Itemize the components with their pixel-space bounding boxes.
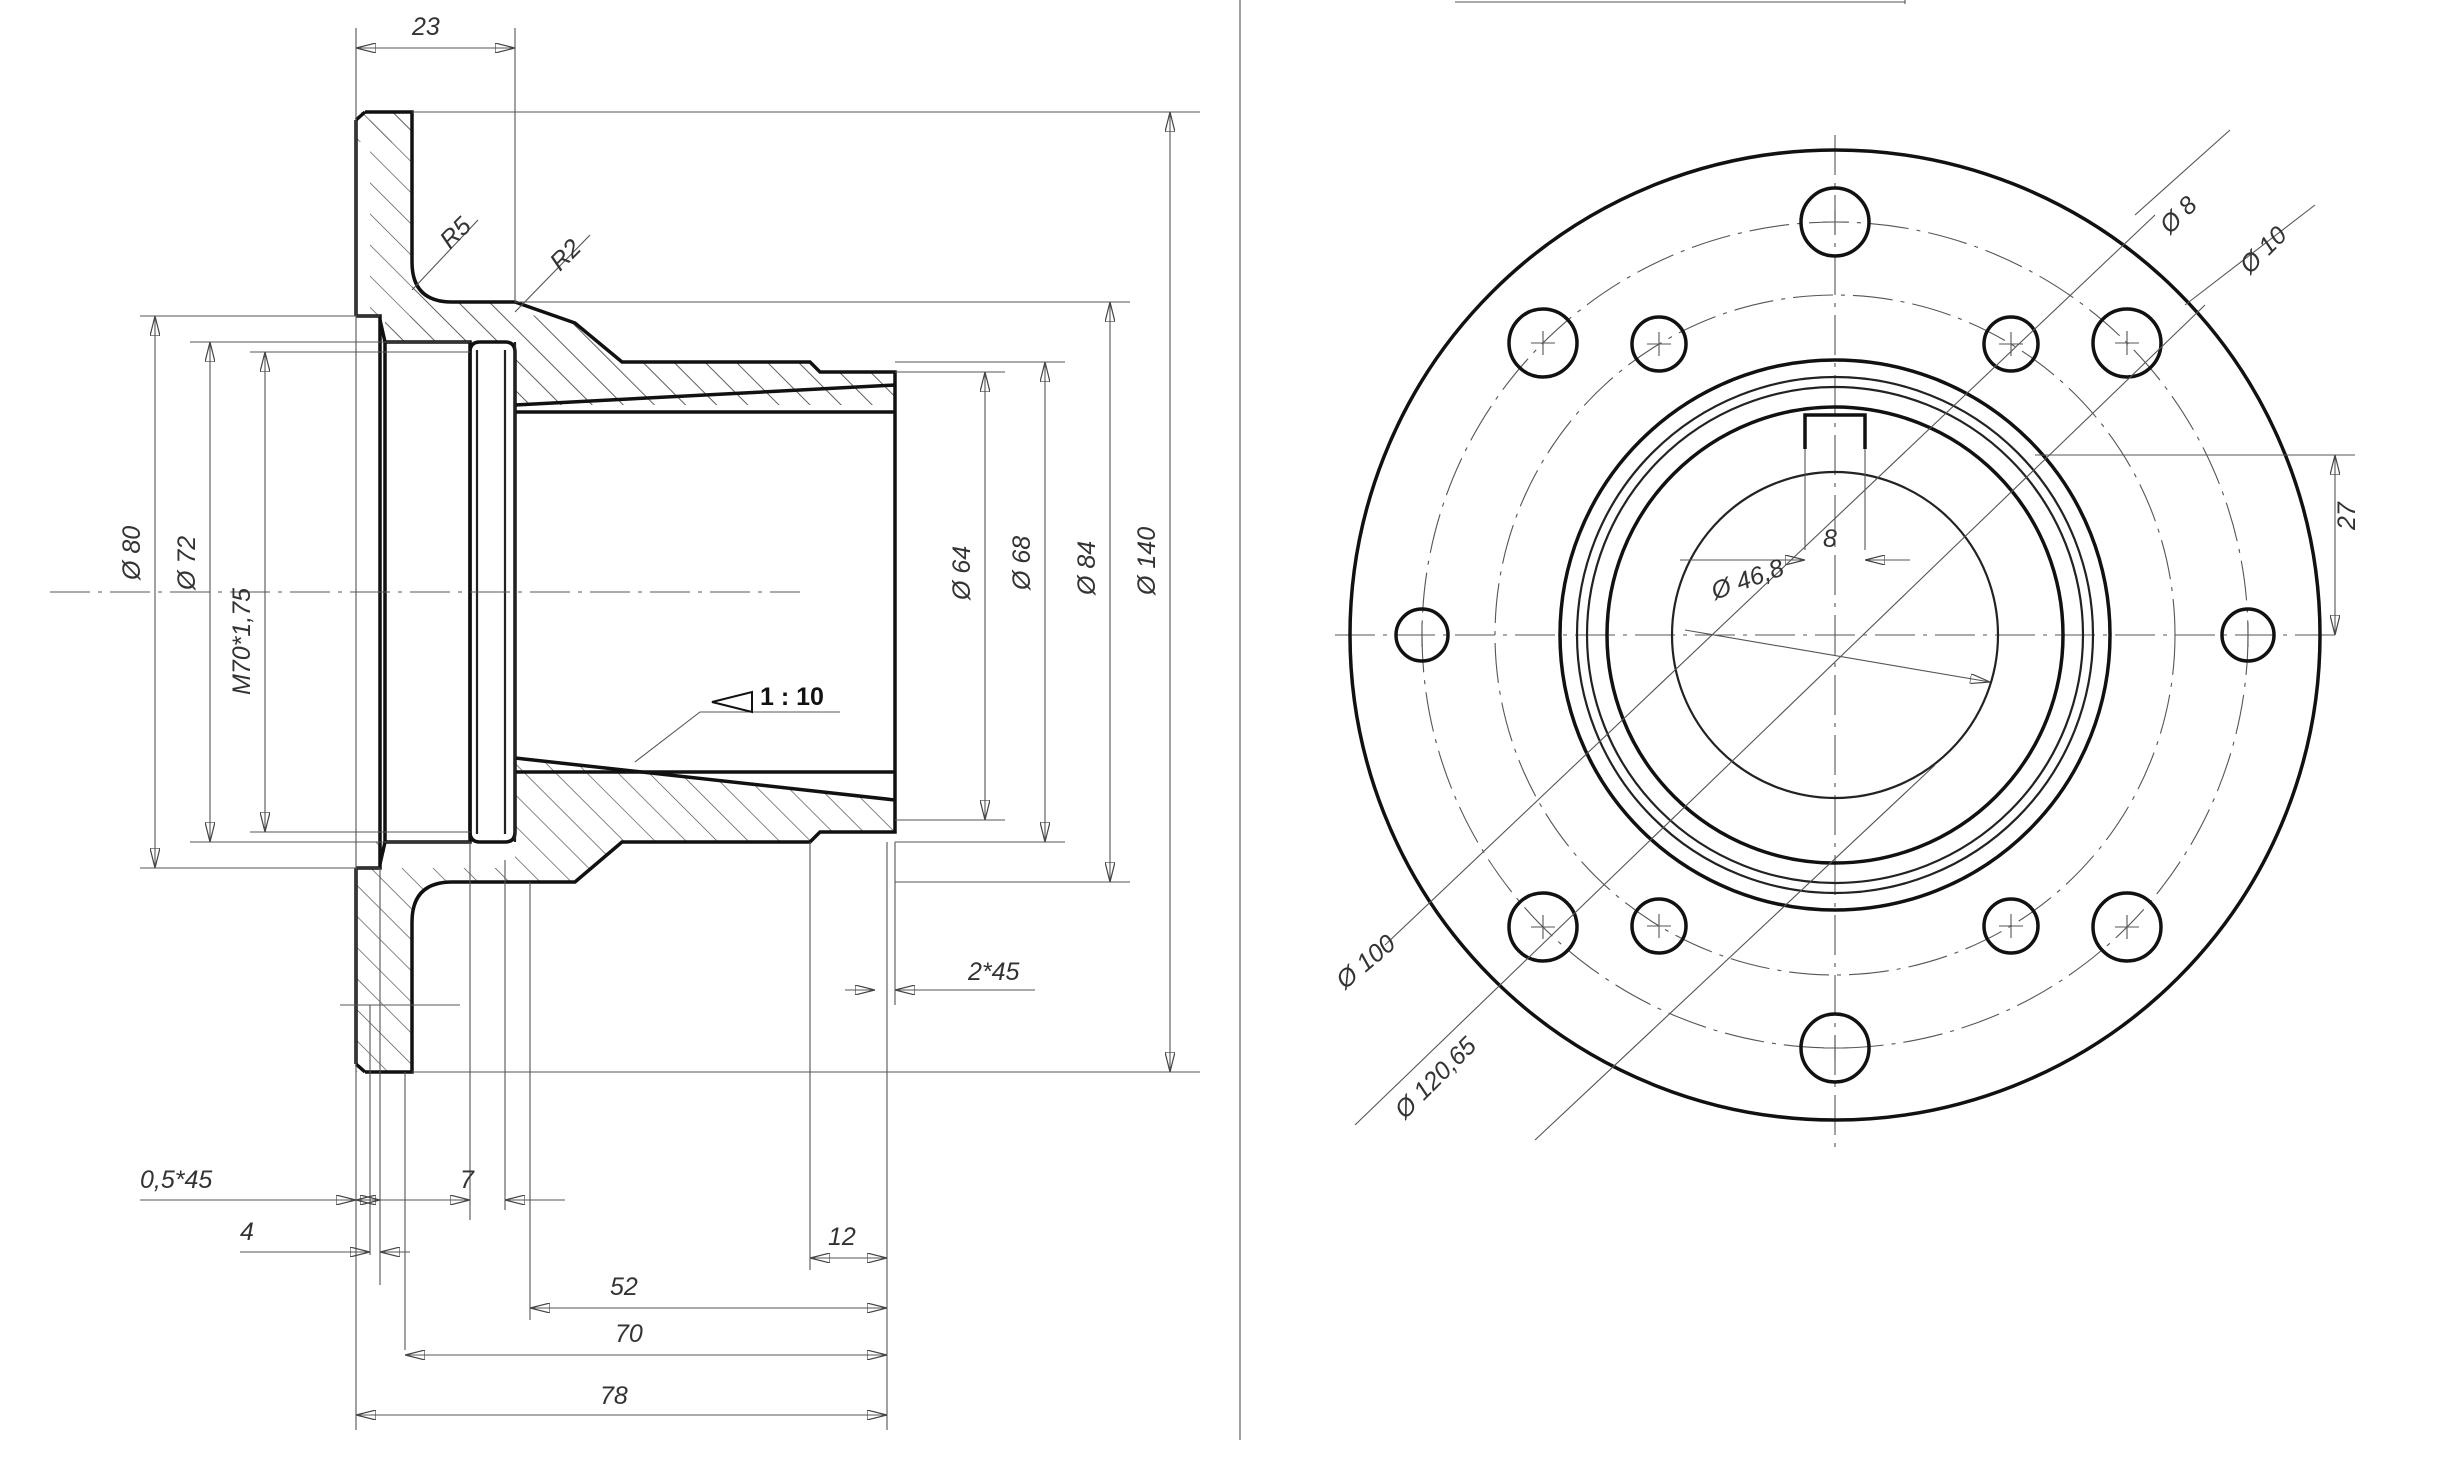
hub-ring [1575,375,2095,895]
inner-bolt-holes [1630,315,2040,955]
flange-outline [1348,148,2322,1122]
hub-bore [1605,405,2065,865]
end-view: Ø 8 Ø 10 8 27 Ø 46,8 Ø 100 Ø 120,65 [1330,129,2361,1155]
dimension-lines [140,48,1170,1415]
bore-46 [1670,470,2000,800]
dim-hole-10: Ø 10 [2234,221,2293,280]
dim-chamfer-2x45: 2*45 [967,958,1020,986]
extension-lines [140,28,1200,1430]
dim-12: 12 [828,1223,856,1251]
hole-crosshairs [1410,210,2260,1060]
dim-d68: Ø 68 [1008,536,1036,591]
dim-key-27: 27 [2333,501,2361,531]
dim-7: 7 [460,1166,475,1194]
dim-d140: Ø 140 [1133,527,1161,596]
dim-bore-46: Ø 46,8 [1707,554,1788,606]
dim-hole-8: Ø 8 [2154,191,2203,240]
pcd-inner [1494,294,2176,976]
dim-d80: Ø 80 [118,526,146,581]
outer-bolt-holes [1394,186,2276,1084]
hub-thread [1585,385,2085,885]
dim-r2: R2 [544,234,586,276]
dim-78: 78 [600,1382,628,1410]
dim-4: 4 [240,1218,254,1246]
dim-thread: M70*1,75 [228,588,256,695]
dim-taper: 1 : 10 [760,683,824,711]
dim-d72: Ø 72 [173,536,201,591]
dim-r5: R5 [434,212,476,254]
dim-key-8: 8 [1823,525,1837,553]
end-view-dimensions [1354,129,2355,1141]
dim-23: 23 [411,13,440,41]
hub-outer [1558,358,2112,912]
dim-70: 70 [615,1320,643,1348]
dim-chamfer-05x45: 0,5*45 [140,1166,212,1194]
dim-d84: Ø 84 [1073,541,1101,596]
dim-pcd-100: Ø 100 [1330,929,1401,995]
dim-52: 52 [610,1273,638,1301]
dim-d64: Ø 64 [948,546,976,601]
section-view: 23 R5 R2 Ø 80 Ø 72 M70*1,75 Ø 64 Ø 68 Ø … [50,13,1200,1430]
keyway [1803,413,1867,449]
